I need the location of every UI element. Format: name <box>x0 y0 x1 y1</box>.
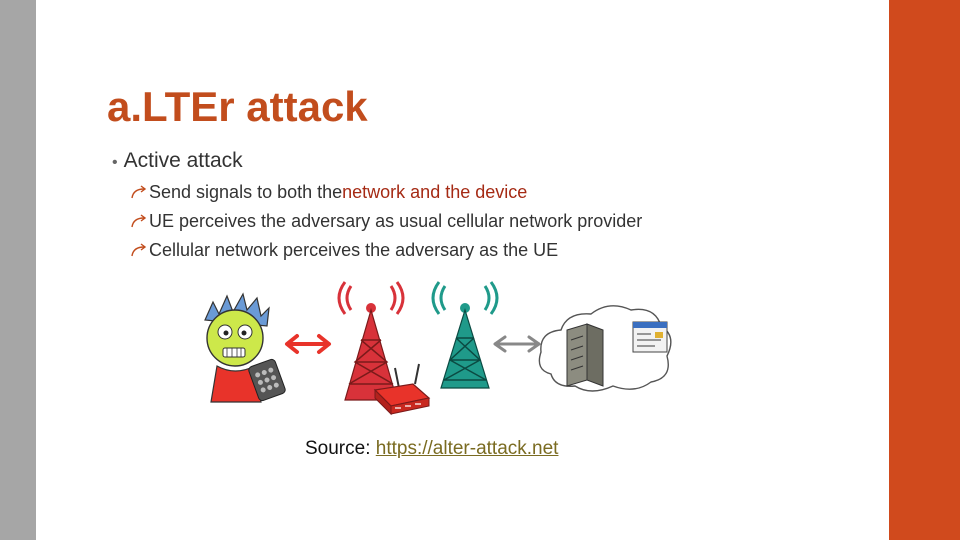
slide-title: a.LTEr attack <box>107 83 368 130</box>
curved-arrow-bullet-icon <box>131 242 147 256</box>
core-network-cloud-icon <box>538 305 672 392</box>
double-arrow-icon <box>285 334 331 354</box>
sub-bullet-text: Send signals to both the <box>149 182 343 202</box>
right-accent-bar <box>889 0 960 540</box>
source-label: Source: <box>305 438 376 459</box>
sub-bullet-item: UE perceives the adversary as usual cell… <box>130 207 642 236</box>
main-bullet: • Active attack <box>112 149 243 173</box>
curved-arrow-bullet-icon <box>131 184 147 198</box>
alter-attack-illustration <box>204 281 672 416</box>
malicious-tower-icon <box>337 281 405 401</box>
sub-bullet-text: Cellular network perceives the adversary… <box>149 240 559 260</box>
rogue-device-icon <box>373 363 431 416</box>
cell-tower-icon <box>431 281 499 389</box>
sub-bullet-text: UE perceives the adversary as usual cell… <box>149 211 643 231</box>
double-arrow-icon <box>493 335 541 353</box>
curved-arrow-bullet-icon <box>131 213 147 227</box>
left-accent-bar <box>0 0 36 540</box>
main-bullet-text: Active attack <box>123 149 243 172</box>
sub-bullet-highlight: network and the device <box>342 182 528 202</box>
source-link[interactable]: https://alter-attack.net <box>375 438 559 459</box>
source-citation: Source: https://alter-attack.net <box>305 438 558 460</box>
sub-bullet-list: Send signals to both the network and the… <box>130 178 642 265</box>
ue-person-icon <box>204 292 286 403</box>
sub-bullet-item: Cellular network perceives the adversary… <box>130 236 642 265</box>
bullet-dot-icon: • <box>112 154 118 171</box>
sub-bullet-item: Send signals to both the network and the… <box>130 178 642 207</box>
